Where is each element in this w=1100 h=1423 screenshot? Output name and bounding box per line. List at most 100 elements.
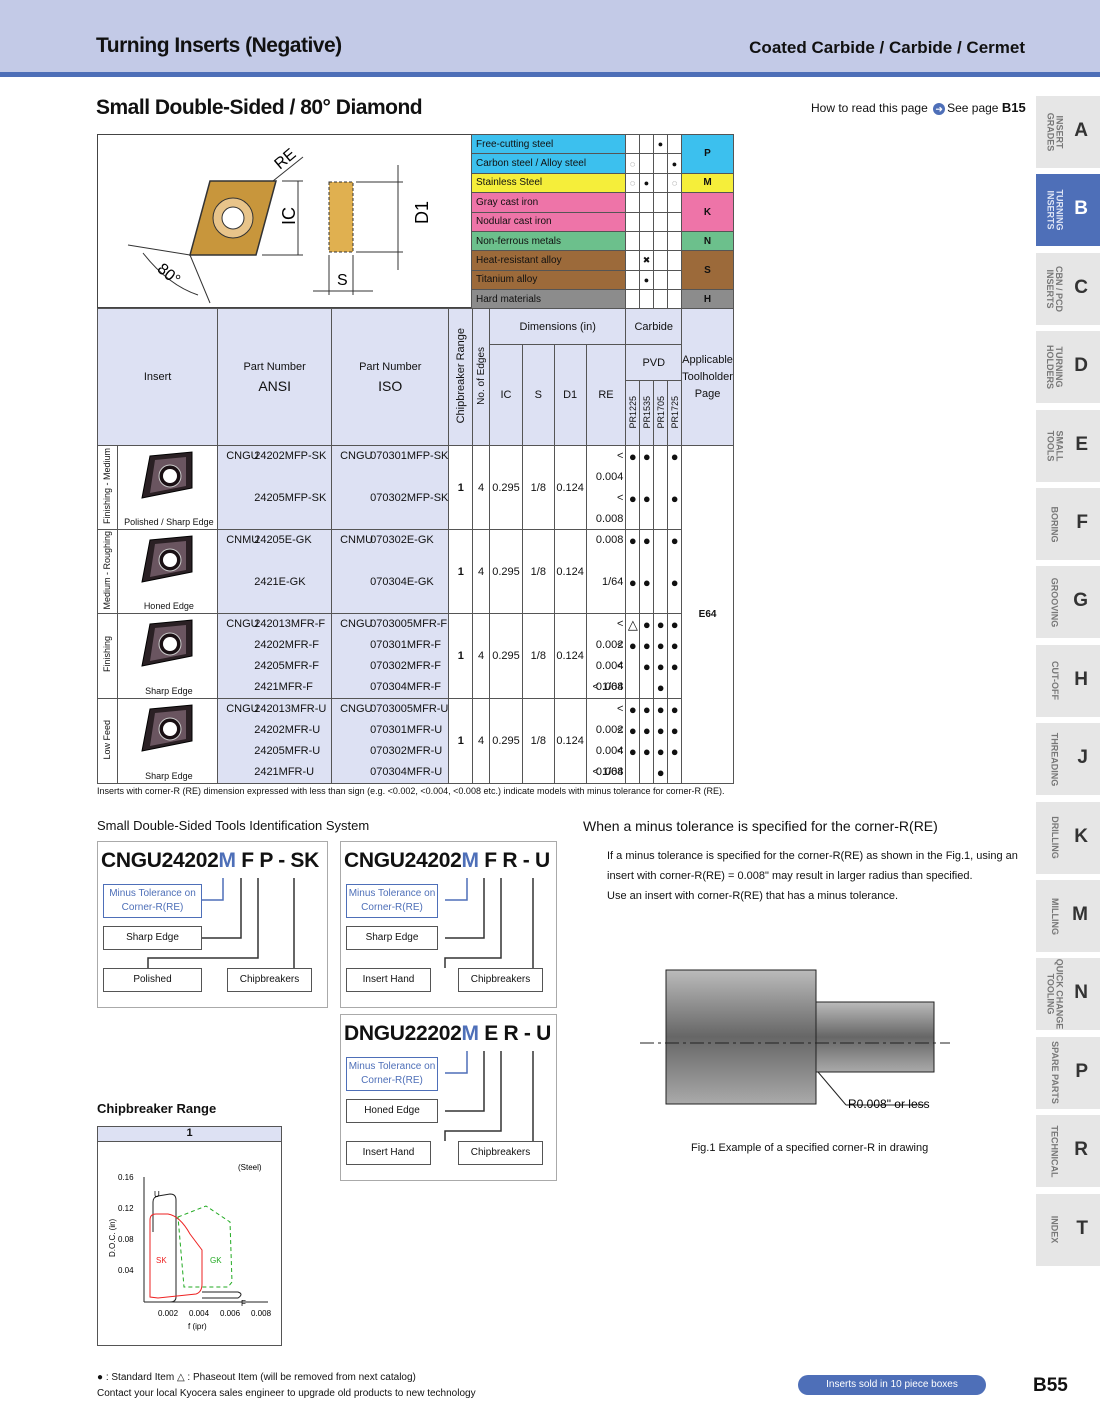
sk-label: SK [156, 1256, 167, 1265]
re-value: 0.008 [595, 534, 624, 546]
grade-mark: ● [628, 449, 637, 464]
material-mark [639, 133, 654, 155]
grade-mark: ● [670, 575, 679, 590]
ansi-part: 2421MFR-F [254, 681, 313, 693]
ansi-prefix: CNGU [226, 703, 259, 715]
tab-letter: A [1074, 120, 1088, 141]
ansi-line: 24202MFR-F [218, 635, 331, 656]
minus-tolerance-text: If a minus tolerance is specified for th… [607, 846, 1018, 906]
code-2-leaders [444, 878, 534, 968]
grade-mark: ● [642, 491, 651, 506]
material-group: P [681, 134, 734, 174]
edge-label: Sharp Edge [145, 771, 193, 781]
material-mark [667, 230, 682, 252]
cb-label: Chipbreaker Range [454, 327, 467, 424]
iso-line: CNMU070302E-GK [332, 530, 448, 551]
iso-prefix: CNGU [340, 703, 373, 715]
cb-value: 1 [448, 613, 474, 699]
material-mark [625, 250, 640, 271]
xtick-4: 0.008 [251, 1309, 272, 1318]
see-page-ref[interactable]: B15 [1001, 100, 1026, 115]
material-mark: ◌ [625, 153, 640, 174]
grade-mark: ● [628, 702, 637, 717]
grade-mark: ● [656, 659, 665, 674]
material-mark [653, 172, 668, 194]
grade-cell: ●● [625, 529, 641, 614]
iso-part: 0703005MFR-U [370, 703, 449, 715]
chart-steel: (Steel) [238, 1163, 262, 1172]
s-label: S [337, 272, 348, 289]
re-cell: < 0.002< 0.004< 0.008< 1/64 [585, 613, 627, 699]
col-dims: Dimensions (in) [489, 308, 627, 345]
iso-part: 070304E-GK [370, 576, 434, 588]
xtick-2: 0.004 [189, 1309, 210, 1318]
material-mark [667, 269, 682, 291]
chipbreaker-range-chart: 1 (Steel) 0.16 0.12 0.08 0.04 0.002 0.00… [97, 1126, 282, 1346]
code-1-minus: Minus Tolerance on Corner-R(RE) [103, 884, 202, 918]
grade-mark: ● [642, 638, 651, 653]
grade-label: PR1225 [627, 395, 638, 429]
re-value: < 0.002 [595, 703, 624, 736]
iso-line: 070302MFR-U [332, 741, 448, 762]
d1-value: 0.124 [553, 698, 587, 784]
grade-mark: ● [642, 575, 651, 590]
insert-diagram: RE IC D1 S 80° [97, 134, 471, 308]
page-title: Turning Inserts (Negative) [96, 34, 342, 57]
edge-label: Sharp Edge [145, 686, 193, 696]
id-code-box-3: DNGU22202M E R - U Minus Tolerance on Co… [340, 1014, 557, 1181]
col-holder: Applicable Toolholder Page [681, 308, 734, 446]
re-value: < 0.004 [595, 639, 624, 672]
xtick-1: 0.002 [158, 1309, 179, 1318]
s-value: 1/8 [521, 445, 555, 530]
ytick-2: 0.12 [118, 1204, 134, 1213]
how-to-read-link[interactable]: How to read this page ➜See page B15 [811, 100, 1026, 115]
gk-label: GK [210, 1256, 222, 1265]
iso-part: 0703005MFR-F [370, 618, 448, 630]
material-mark [653, 153, 668, 174]
grade-mark: ● [670, 638, 679, 653]
grade-mark: ● [670, 617, 679, 632]
material-label: Carbon steel / Alloy steel [471, 153, 626, 174]
grade-cell: ●●● [625, 698, 641, 784]
grade-cell: ●● [639, 445, 655, 530]
tab-label: TECHNICAL [1049, 1125, 1060, 1178]
holder-page[interactable]: E64 [681, 445, 734, 784]
tab-letter: C [1074, 276, 1088, 298]
xtick-3: 0.006 [220, 1309, 241, 1318]
col-pvd: PVD [625, 344, 683, 381]
code-1-edge: Sharp Edge [103, 926, 202, 950]
iso-line: 070302MFP-SK [332, 488, 448, 509]
material-label: Titanium alloy [471, 269, 626, 291]
s-value: 1/8 [521, 613, 555, 699]
edges-value: 4 [472, 529, 491, 614]
code-3-rest: E R - U [478, 1022, 552, 1045]
grade-label: PR1705 [655, 395, 666, 429]
grade-cell: ●●● [639, 698, 655, 784]
code-1-polished: Polished [103, 968, 202, 992]
col-re: RE [585, 344, 627, 446]
iso-cell: CNMU070302E-GK 070304E-GK [331, 529, 450, 614]
col-ic: IC [489, 344, 523, 446]
material-label: Nodular cast iron [471, 211, 626, 232]
ansi-line: 2421E-GK [218, 572, 331, 593]
material-group: S [681, 250, 734, 291]
